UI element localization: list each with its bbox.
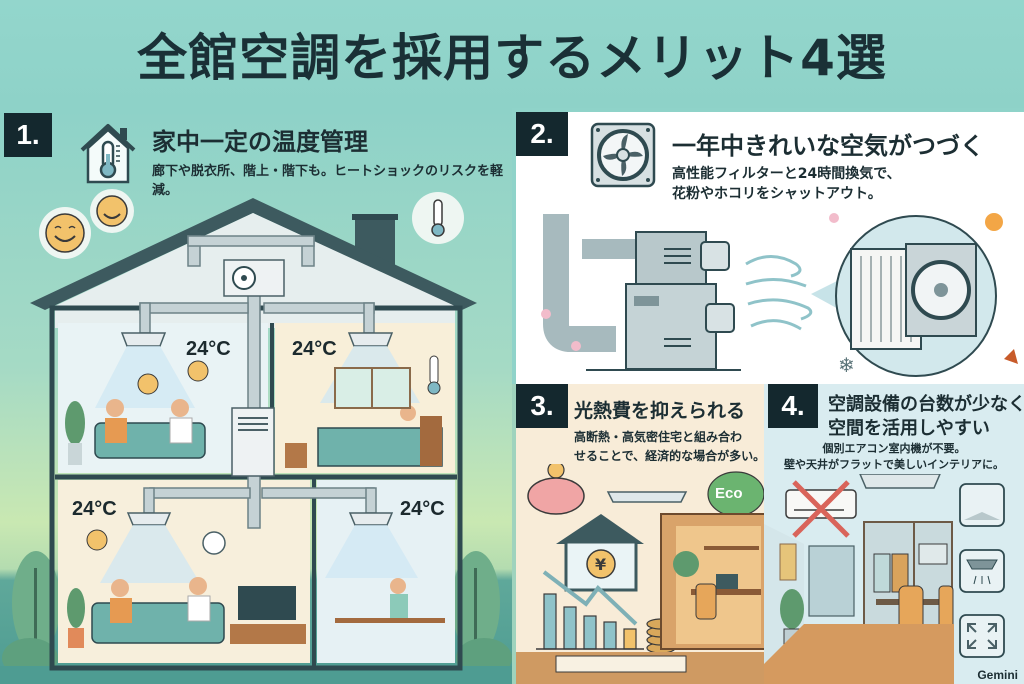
panel-title: 一年中きれいな空気がつづく (672, 132, 984, 160)
panel-title-line: 空間を活用しやすい (828, 418, 990, 439)
smiley-bubble-icon (39, 189, 134, 259)
panel-space-utilization: 4. 空調設備の台数が少なく 空間を活用しやすい 個別エアコン室内機が不要。 壁… (764, 384, 1024, 684)
panel-title: 家中一定の温度管理 (152, 128, 368, 156)
panel-subtitle: 廊下や脱衣所、階上・階下も。ヒートショックのリスクを軽減。 (152, 164, 504, 198)
expand-space-icon (959, 614, 1005, 658)
ventilation-fan-icon (590, 122, 656, 188)
thermometer-bubble-icon (412, 192, 464, 244)
title-bar: 全館空調を採用するメリット4選 (0, 0, 1024, 108)
house-thermometer-icon (80, 124, 136, 184)
svg-text:❄: ❄ (838, 353, 855, 377)
panel-subtitle-line: 花粉やホコリをシャットアウト。 (672, 186, 882, 202)
temperature-label: 24°C (72, 498, 117, 520)
panel-title: 光熱費を抑えられる (574, 400, 746, 422)
panel-clean-air: 2. 一年中きれいな空気がつづく 高性能フィルターと24時間換気で、 花粉やホコ… (512, 112, 1024, 384)
flat-interior-illustration (764, 474, 1005, 684)
panel-energy-cost: 3. 光熱費を抑えられる 高断熱・高気密住宅と組み合わ せることで、経済的な場合… (512, 384, 768, 684)
energy-saving-illustration: ¥ (516, 464, 768, 684)
panel-subtitle-line: 壁や天井がフラットで美しいインテリアに。 (784, 458, 1004, 471)
yen-symbol: ¥ (595, 555, 606, 574)
panel-subtitle-line: 高断熱・高気密住宅と組み合わ (574, 430, 743, 444)
number-badge: 1. (4, 113, 52, 157)
ceiling-vent-icon (959, 549, 1005, 593)
temperature-label: 24°C (292, 338, 337, 360)
number-badge: 4. (768, 384, 818, 428)
page-title: 全館空調を採用するメリット4選 (137, 29, 887, 87)
eco-badge: Eco (715, 485, 743, 502)
temperature-label: 24°C (400, 498, 445, 520)
number-badge: 2. (516, 112, 568, 156)
ventilation-unit-illustration: ❄ (541, 213, 1018, 377)
panel-title-line: 空調設備の台数が少なく (828, 394, 1024, 415)
panel-subtitle-line: 個別エアコン室内機が不要。 (822, 442, 966, 455)
flat-wall-icon (959, 483, 1005, 527)
temperature-label: 24°C (186, 338, 231, 360)
number-badge: 3. (516, 384, 568, 428)
panel-subtitle-line: 高性能フィルターと24時間換気で、 (672, 166, 901, 182)
gemini-watermark: Gemini (977, 668, 1018, 682)
panel-subtitle-line: せることで、経済的な場合が多い。 (574, 449, 766, 463)
panel-temperature-control: 1. 家中一定の温度管理 廊下や脱衣所、階上・階下も。ヒートショックのリスクを軽… (0, 108, 512, 684)
house-cross-section-illustration (0, 189, 512, 684)
